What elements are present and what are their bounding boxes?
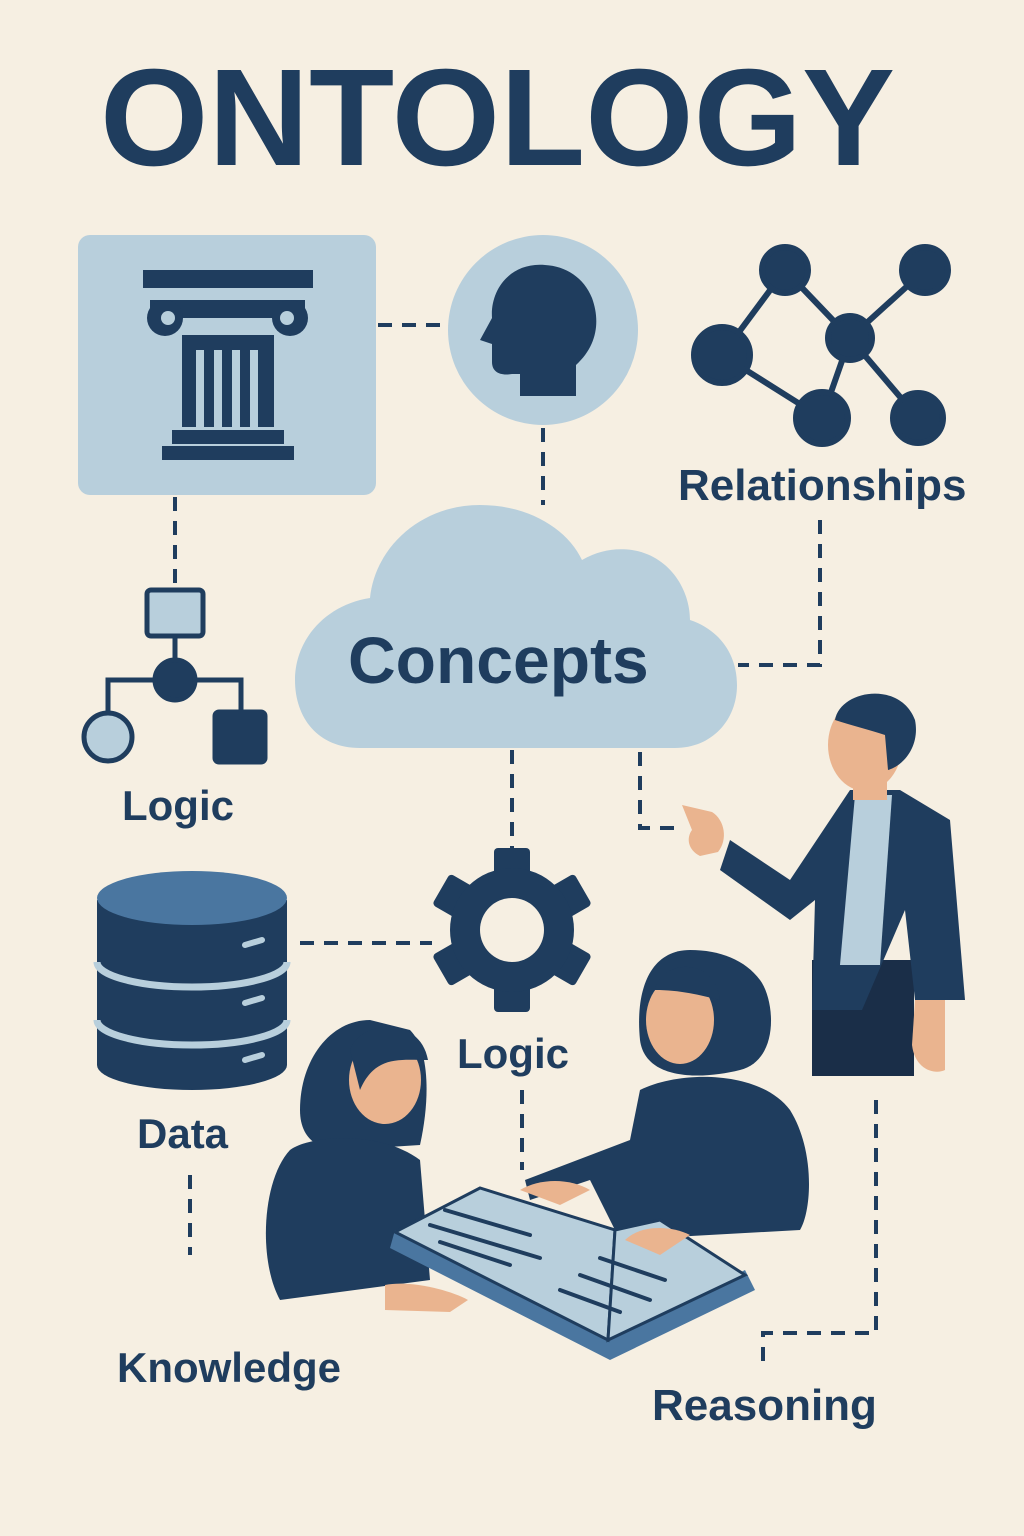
label-logic-gear: Logic bbox=[457, 1030, 569, 1077]
hierarchy-icon bbox=[81, 587, 268, 765]
man-pointing-illustration bbox=[682, 693, 965, 1076]
label-relationships: Relationships bbox=[678, 461, 967, 510]
concepts-cloud: Concepts bbox=[295, 505, 737, 748]
gear-icon bbox=[433, 848, 591, 1012]
page-title: ONTOLOGY bbox=[100, 41, 895, 195]
database-icon bbox=[93, 871, 291, 1090]
network-icon bbox=[691, 244, 951, 447]
label-knowledge: Knowledge bbox=[117, 1344, 341, 1391]
label-concepts: Concepts bbox=[348, 623, 649, 697]
head-icon bbox=[448, 235, 638, 425]
people-reading-illustration bbox=[265, 950, 810, 1360]
book-icon bbox=[390, 1186, 755, 1360]
connectors bbox=[173, 323, 878, 1365]
label-reasoning: Reasoning bbox=[652, 1381, 877, 1430]
label-data: Data bbox=[137, 1110, 229, 1157]
label-logic-top: Logic bbox=[122, 782, 234, 829]
pillar-icon bbox=[78, 235, 376, 495]
